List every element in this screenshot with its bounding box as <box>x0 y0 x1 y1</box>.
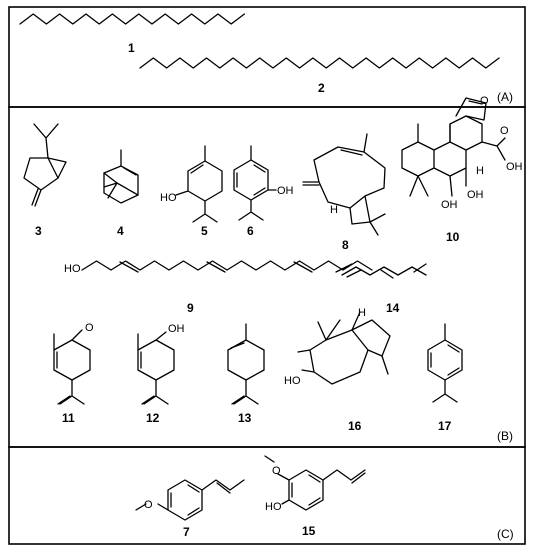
compound-15-structure <box>264 455 366 511</box>
compound-4-number: 4 <box>117 224 124 238</box>
compound-11-o: O <box>85 322 94 334</box>
compound-15-ho: HO <box>265 501 282 513</box>
compound-16-ho: HO <box>284 375 301 387</box>
compound-13-structure <box>227 323 265 405</box>
compound-14-number: 14 <box>386 301 400 315</box>
compound-6-oh: OH <box>277 185 294 197</box>
panel-b-label: (B) <box>497 429 513 443</box>
compound-9-chain <box>81 260 373 271</box>
compound-7-structure <box>135 479 245 521</box>
compound-11-number: 11 <box>62 411 75 425</box>
compound-9-number: 9 <box>187 301 194 315</box>
compound-9-double-bonds <box>119 261 353 273</box>
compound-2-number: 2 <box>318 81 325 95</box>
compound-3-number: 3 <box>35 224 42 238</box>
compound-5-ho: HO <box>160 192 177 204</box>
compound-10-oh-b: OH <box>467 189 484 201</box>
compound-12-number: 12 <box>146 411 160 425</box>
compound-9-ho: HO <box>64 263 81 275</box>
compound-2-chain <box>139 57 500 69</box>
compound-8-structure <box>302 133 386 236</box>
panel-a-label: (A) <box>497 90 513 104</box>
compound-10-acid-o: O <box>500 125 509 137</box>
compound-17-number: 17 <box>438 419 452 433</box>
compound-5-number: 5 <box>201 224 208 238</box>
compound-10-oh-a: OH <box>441 199 458 211</box>
compound-4-structure <box>103 149 139 204</box>
compound-6-structure <box>233 145 277 221</box>
compound-15-ome-o: O <box>272 465 281 477</box>
compound-13-number: 13 <box>238 411 252 425</box>
panel-c-frame <box>8 446 526 545</box>
compound-14-double-bonds <box>346 263 427 279</box>
compound-11-structure <box>53 329 91 405</box>
panel-c-label: (C) <box>497 527 514 541</box>
compound-12-oh: OH <box>168 323 185 335</box>
panel-a-frame <box>8 6 526 108</box>
compound-5-structure <box>175 145 223 223</box>
compound-10-number: 10 <box>446 230 460 244</box>
compound-7-o: O <box>144 499 153 511</box>
compound-6-number: 6 <box>247 224 254 238</box>
compound-17-structure <box>427 323 463 403</box>
compound-16-structure <box>297 311 391 385</box>
compound-3-structure <box>23 123 67 207</box>
compound-10-h: H <box>476 165 484 177</box>
compound-12-structure <box>137 331 175 405</box>
compound-10-furan-o: O <box>480 95 489 107</box>
compound-8-number: 8 <box>342 238 349 252</box>
compound-1-chain <box>19 13 246 25</box>
compound-1-number: 1 <box>128 41 135 55</box>
compound-15-number: 15 <box>302 524 316 538</box>
compound-7-number: 7 <box>183 525 190 539</box>
compound-8-h: H <box>330 204 338 216</box>
compound-16-number: 16 <box>348 419 362 433</box>
compound-14-chain <box>341 266 427 276</box>
compound-10-structure <box>401 97 506 197</box>
compound-10-acid-oh: OH <box>506 161 523 173</box>
compound-16-h: H <box>358 307 366 319</box>
